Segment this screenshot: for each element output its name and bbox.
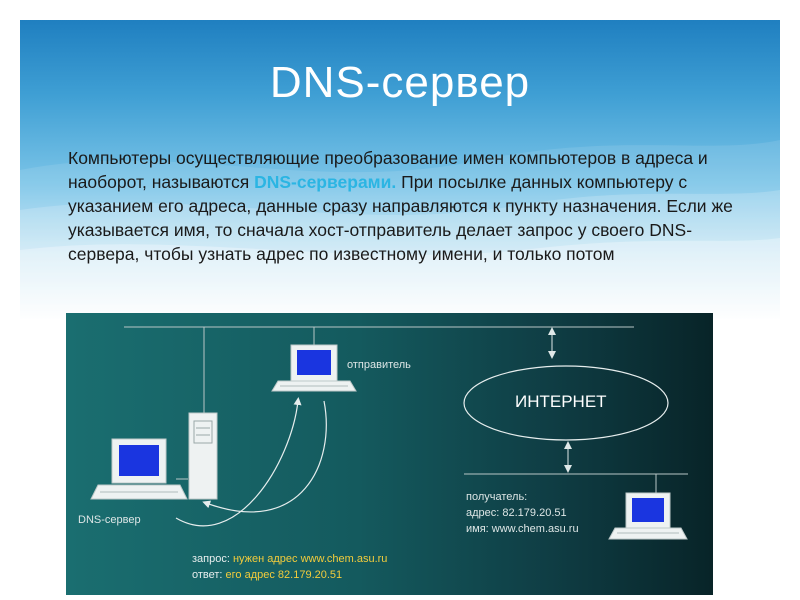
request-prefix: запрос: — [192, 553, 233, 565]
dns-server-label: DNS-сервер — [78, 514, 141, 526]
dns-diagram: отправитель ИНТЕРНЕТ DNS-сервер получате… — [66, 313, 713, 595]
recipient-address: адрес: 82.179.20.51 — [466, 507, 567, 519]
slide-title: DNS-сервер — [269, 58, 531, 107]
answer-text: его адрес 82.179.20.51 — [225, 569, 343, 581]
request-text: нужен адрес www.chem.asu.ru — [232, 553, 388, 565]
request-arrow — [175, 397, 302, 527]
recipient-computer-icon — [608, 492, 688, 540]
body-text: Компьютеры осуществляющие преобразование… — [68, 146, 738, 312]
body-text-part-1: Компьютеры осуществляющие преобразование… — [68, 148, 708, 192]
recipient-name: имя: www.chem.asu.ru — [466, 523, 579, 535]
body-text-highlight: DNS-серверами. — [254, 172, 397, 192]
answer-caption: ответ: его адрес 82.179.20.51 — [192, 569, 342, 581]
request-caption: запрос: нужен адрес www.chem.asu.ru — [192, 553, 387, 565]
recipient-title: получатель: — [466, 491, 528, 503]
body-text-part-2: При посылке данных компьютеру с указание… — [68, 172, 733, 264]
wave-decoration — [20, 140, 780, 320]
internet-cloud — [463, 365, 669, 441]
dns-computer-icon — [90, 438, 188, 500]
sender-computer-icon — [271, 344, 357, 392]
response-arrow — [202, 400, 327, 513]
server-tower-icon — [188, 412, 218, 500]
sender-label: отправитель — [347, 359, 411, 371]
diagram-graphics — [90, 326, 688, 540]
internet-label: ИНТЕРНЕТ — [515, 392, 607, 411]
answer-prefix: ответ: — [192, 569, 226, 581]
title-banner — [20, 20, 780, 320]
